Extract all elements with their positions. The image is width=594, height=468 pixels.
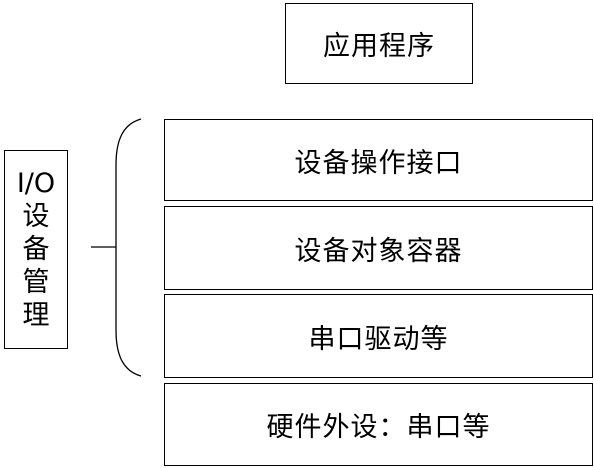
application-layer-label: 应用程序 bbox=[323, 31, 435, 62]
device-object-container-layer: 设备对象容器 bbox=[164, 206, 593, 290]
device-operation-interface-layer: 设备操作接口 bbox=[164, 119, 593, 201]
io-management-label-line-5: 理 bbox=[22, 300, 50, 331]
brace-curve bbox=[115, 118, 142, 377]
device-object-container-label: 设备对象容器 bbox=[294, 235, 463, 267]
serial-driver-layer: 串口驱动等 bbox=[164, 294, 593, 378]
hardware-peripheral-layer: 硬件外设：串口等 bbox=[164, 383, 593, 466]
io-management-label-line-1: I/O bbox=[16, 168, 56, 199]
serial-driver-label: 串口驱动等 bbox=[308, 323, 449, 355]
application-layer-box: 应用程序 bbox=[285, 3, 473, 84]
io-management-label-line-4: 管 bbox=[22, 267, 50, 298]
hardware-peripheral-label: 硬件外设：串口等 bbox=[266, 412, 491, 443]
io-management-box: I/O 设 备 管 理 bbox=[4, 150, 68, 349]
io-management-label-line-2: 设 bbox=[22, 201, 50, 232]
io-management-label-line-3: 备 bbox=[22, 234, 50, 265]
device-operation-interface-label: 设备操作接口 bbox=[294, 147, 463, 179]
